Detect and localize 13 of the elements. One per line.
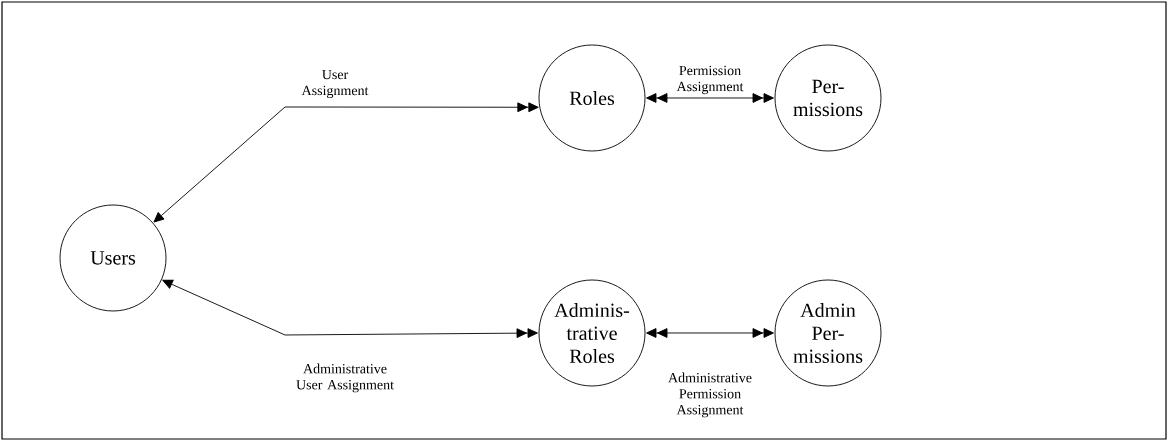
arrow <box>646 93 774 103</box>
arrow <box>153 102 539 223</box>
circle-node: Roles <box>538 44 646 152</box>
edge-label: Permission Assignment <box>676 65 744 95</box>
edge-label: User Assignment <box>301 69 369 99</box>
circle-node: Adminis- trative Roles <box>538 279 646 387</box>
circle-node: Users <box>59 204 167 312</box>
circle-node: Per- missions <box>774 44 882 152</box>
edge-label: Administrative Permission Assignment <box>668 372 752 418</box>
edge-label: Administrative User Assignment <box>296 363 394 393</box>
arrow <box>646 328 774 338</box>
circle-node: Admin Per- missions <box>774 279 882 387</box>
arrow <box>162 279 538 339</box>
